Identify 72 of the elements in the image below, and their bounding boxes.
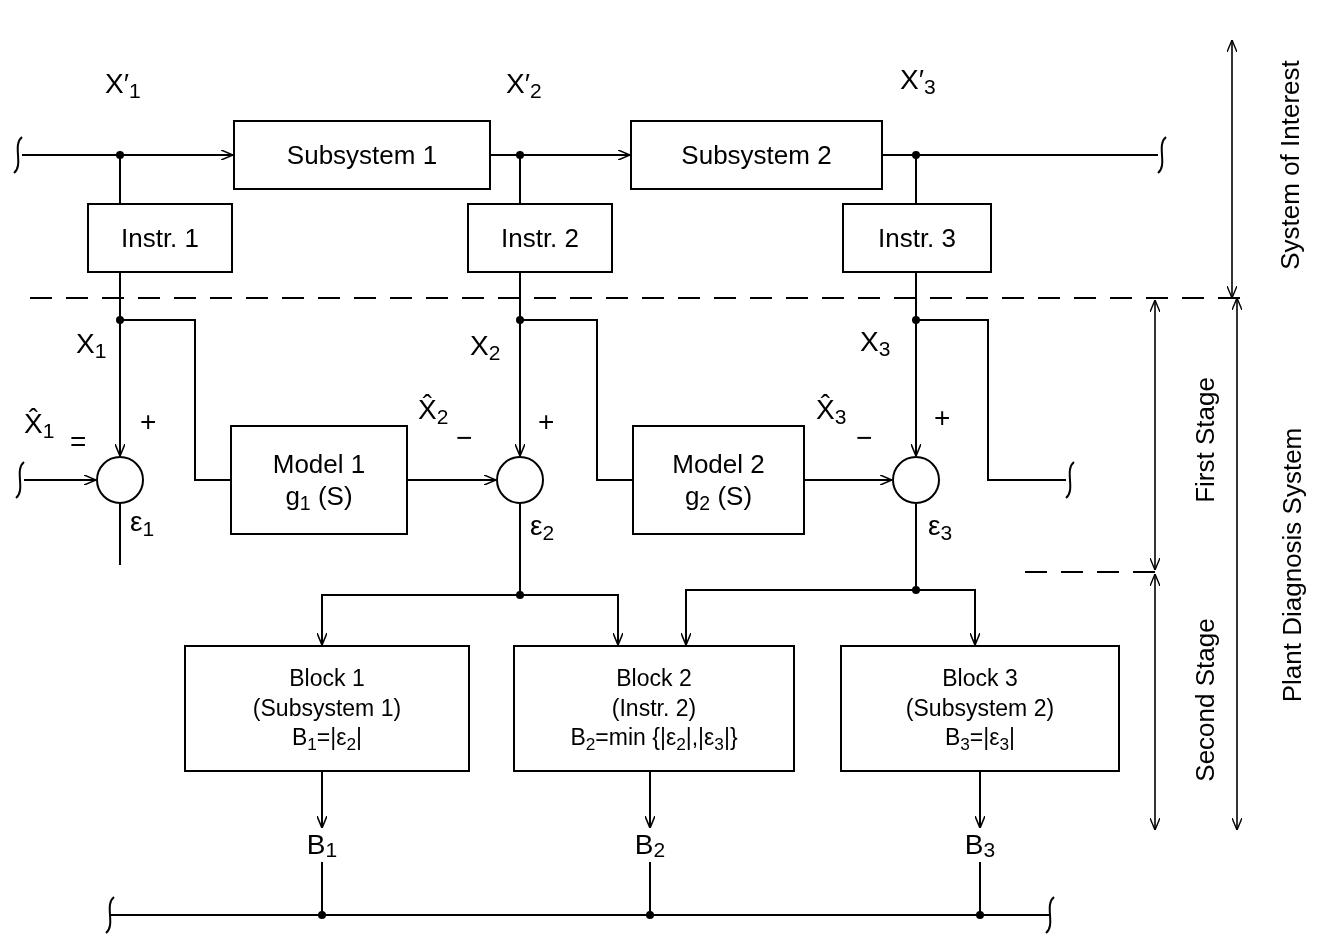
signal-line (316, 771, 328, 829)
box-text: Model 2 (672, 447, 765, 480)
signal-label: X$_{1}$ (76, 330, 107, 358)
signal-line (915, 272, 1067, 481)
process-box (513, 645, 795, 772)
box-text: Subsystem 1 (286, 138, 438, 172)
box-text: B$_{2}$=min {|ε$_{2}$|,|ε$_{3}$|} (570, 723, 738, 754)
signal-line (644, 771, 656, 829)
signal-label: X$_{2}$ (470, 332, 501, 360)
signal-line (111, 861, 651, 916)
process-box (467, 203, 613, 273)
signal-label: ε$_{2}$ (530, 512, 555, 540)
process-box (233, 120, 491, 190)
output-signal-label: B$_{3}$ (958, 828, 1002, 862)
process-box (630, 120, 883, 190)
process-box (632, 425, 805, 535)
summing-junction (496, 456, 544, 504)
box-text: Block 1 (289, 663, 365, 693)
signal-label: + (140, 408, 157, 436)
process-box (230, 425, 408, 535)
signal-label: X′$_{3}$ (900, 66, 936, 94)
signal-line (804, 474, 893, 486)
signal-label: X$_{3}$ (860, 328, 891, 356)
signal-label: + (934, 404, 951, 432)
box-text: Instr. 1 (120, 221, 199, 255)
summing-junction (892, 456, 940, 504)
stage-label: First Stage (1192, 377, 1218, 503)
box-text: (Instr. 2) (611, 693, 697, 723)
box-text: Subsystem 2 (681, 138, 832, 172)
signal-line (490, 154, 521, 204)
signal-line (519, 272, 633, 481)
output-signal-label: B$_{2}$ (628, 828, 672, 862)
signal-label: X′$_{1}$ (105, 70, 141, 98)
signal-label: + (538, 408, 555, 436)
stage-label: Plant Diagnosis System (1279, 427, 1305, 703)
box-text: Block 2 (616, 663, 692, 693)
signal-label: = (70, 428, 87, 456)
signal-label: ε$_{1}$ (130, 508, 155, 536)
box-text: (Subsystem 1) (252, 693, 402, 723)
stage-label: System of Interest (1277, 60, 1303, 270)
box-text: B$_{3}$=|ε$_{3}$| (944, 723, 1016, 754)
signal-label: X′$_{2}$ (506, 70, 542, 98)
signal-line (23, 474, 97, 486)
output-signal-label: B$_{1}$ (300, 828, 344, 862)
process-box (87, 203, 233, 273)
signal-label: ε$_{3}$ (928, 512, 953, 540)
summing-junction (96, 456, 144, 504)
signal-line (974, 771, 986, 829)
signal-line (119, 272, 231, 481)
stage-label: Second Stage (1192, 618, 1218, 782)
box-text: B$_{1}$=|ε$_{2}$| (291, 723, 363, 754)
signal-line (882, 154, 917, 204)
signal-line (915, 503, 981, 646)
signal-label: − (856, 424, 873, 452)
box-text: Instr. 3 (877, 221, 956, 255)
signal-label: − (456, 424, 473, 452)
signal-line (21, 154, 121, 204)
signal-line (519, 503, 624, 646)
signal-line (979, 861, 1049, 916)
box-text: g$_{1}$ (S) (285, 480, 353, 513)
box-text: g$_{2}$ (S) (684, 480, 753, 513)
process-box (184, 645, 470, 772)
signal-label: X̂$_{3}$ (816, 396, 847, 424)
box-text: (Subsystem 2) (905, 693, 1055, 723)
box-text: Instr. 2 (500, 221, 579, 255)
process-box (840, 645, 1120, 772)
signal-label: X̂$_{2}$ (418, 396, 449, 424)
box-text: Block 3 (942, 663, 1018, 693)
process-box (842, 203, 992, 273)
box-text: Model 1 (272, 447, 366, 480)
signal-line (119, 503, 121, 566)
signal-line (407, 474, 497, 486)
